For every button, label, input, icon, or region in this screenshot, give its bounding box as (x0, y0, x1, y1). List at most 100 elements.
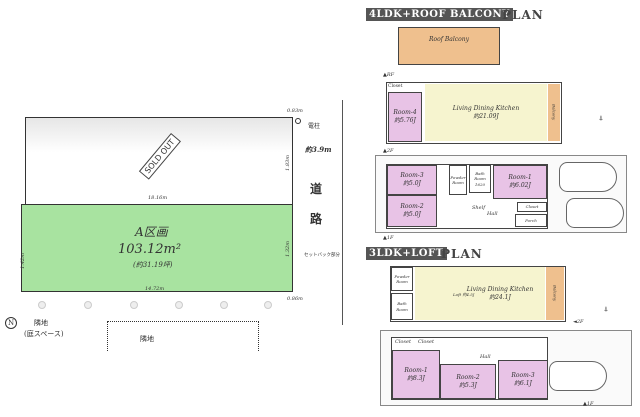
room-label: Closet (525, 204, 539, 210)
room-label: Room-4 (393, 109, 417, 117)
closet-1f: Closet (517, 202, 547, 212)
lot-a (21, 204, 293, 292)
room-label: Loft (453, 292, 462, 297)
room-size: 約6.1J (514, 379, 532, 387)
room-size: 約5.0J (403, 180, 421, 187)
room-label: Balcony (552, 285, 558, 302)
level-2f: ▲2F (383, 148, 394, 154)
room-size: 約8.3J (407, 374, 425, 382)
room-label: Balcony (551, 104, 557, 121)
car-icon (566, 198, 624, 228)
shelf: Shelf (472, 205, 486, 211)
porch: Porch (515, 214, 547, 227)
neighbor-1-sub: (庭スペース) (24, 330, 64, 338)
plan-a-title: PLAN (502, 8, 544, 22)
tree-icon (175, 301, 183, 309)
level-1f: ▲1F (383, 235, 394, 241)
tree-icon (130, 301, 138, 309)
room-size: 1620 (474, 181, 486, 187)
road-label-2: 路 (310, 212, 323, 226)
dim-bottom-right: 0.86m (287, 296, 303, 302)
room-size: 約21.09J (473, 112, 499, 120)
closet: Closet (388, 84, 403, 89)
dim-top-right: 0.83m (287, 108, 303, 114)
level-rf: ▲RF (383, 72, 395, 78)
room-label: Room-1 (508, 174, 532, 182)
level-1f: ▲1F (583, 401, 594, 407)
road-width: 約3.9m (305, 145, 332, 154)
room-label: Bath Room (396, 301, 408, 312)
north-arrow-icon: N (5, 317, 17, 329)
pole-icon (295, 118, 301, 124)
car-icon (559, 162, 617, 192)
tree-icon (84, 301, 92, 309)
neighbor-2-boundary (107, 321, 259, 351)
closet: Closet (395, 339, 411, 345)
setback-label: セットバック部分 (304, 253, 340, 258)
powder-room: Powder Room (449, 165, 467, 195)
balcony: Balcony (546, 267, 564, 320)
loft: Loft 約4.5J (453, 292, 474, 298)
dim-right-top: 1.83m (284, 155, 291, 171)
plan-a-badge: 4LDK+ROOF BALCONY (366, 8, 513, 21)
north-arrow-icon: ⍋ (598, 114, 604, 122)
room-label: Living Dining Kitchen (452, 104, 520, 112)
lot-area: 103.12m² (118, 242, 182, 257)
room-label: Porch (525, 217, 537, 223)
neighbor-2: 隣地 (140, 335, 154, 343)
roof-balcony: Roof Balcony (398, 27, 500, 65)
room-size: 約5.76J (394, 117, 416, 124)
balcony: Balcony (548, 84, 560, 141)
mid-width: 18.16m (148, 195, 168, 201)
car-icon (549, 361, 607, 391)
lot-area-tsubo: (約31.19坪) (133, 261, 173, 269)
hall: Hall (487, 211, 498, 217)
room-size: 約5.3J (459, 381, 477, 389)
plan-b-2f: Powder Room Bath Room Living Dining Kitc… (390, 266, 566, 322)
north-arrow-icon: ⍋ (603, 305, 609, 313)
room-label: Room-2 (400, 203, 424, 211)
powder-room: Powder Room (391, 267, 413, 291)
tree-icon (264, 301, 272, 309)
room-label: Bath Room (474, 171, 486, 182)
pole-label: 電柱 (308, 123, 321, 130)
room-label: Room-3 (511, 371, 535, 379)
bottom-width: 14.72m (145, 286, 165, 292)
lot-name: A区画 (135, 225, 168, 239)
room-label: Living Dining Kitchen (466, 285, 534, 293)
tree-icon (220, 301, 228, 309)
room-size: 約4.5J (462, 292, 475, 297)
hall: Hall (480, 354, 491, 360)
neighbor-1: 隣地 (34, 319, 48, 327)
room-size: 約5.0J (403, 211, 421, 218)
room-size: 約6.02J (509, 182, 531, 189)
plan-b-title: PLAN (441, 247, 483, 261)
room-label: Room-2 (456, 373, 480, 381)
closet: Closet (418, 339, 434, 345)
road-edge (342, 100, 343, 325)
plan-b-badge: 3LDK+LOFT (366, 247, 447, 260)
tree-icon (38, 301, 46, 309)
dim-left: 1.42m (19, 253, 26, 269)
room-label: Powder Room (450, 174, 466, 185)
room-size: 約24.1J (489, 293, 511, 301)
room-label: Roof Balcony (428, 36, 469, 43)
bath-room: Bath Room (391, 293, 413, 320)
road-label-1: 道 (310, 182, 323, 196)
room-label: Room-1 (404, 366, 428, 374)
